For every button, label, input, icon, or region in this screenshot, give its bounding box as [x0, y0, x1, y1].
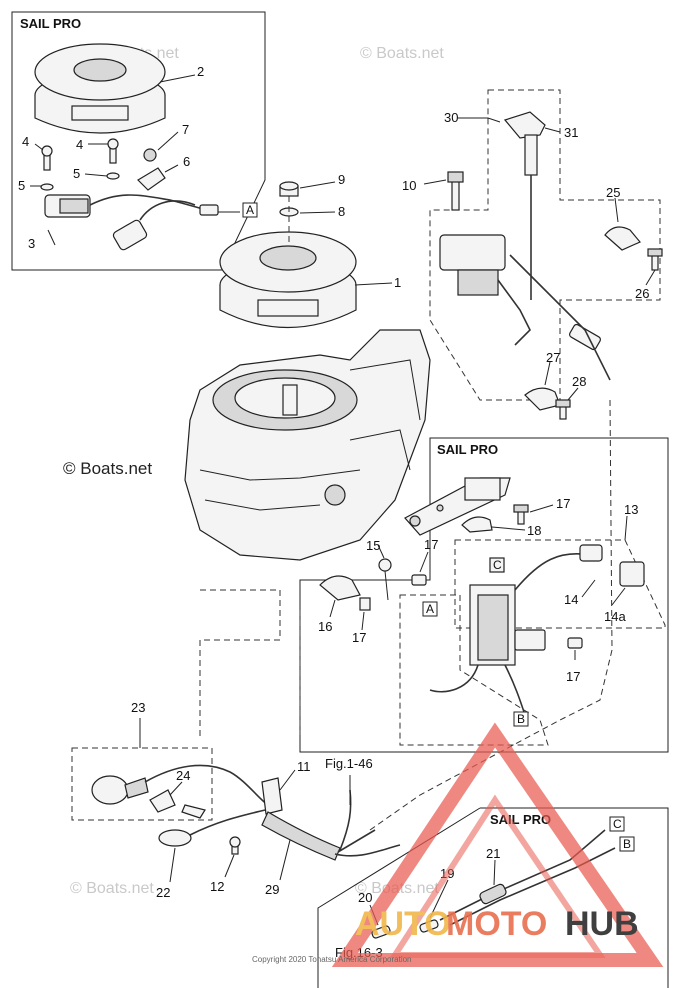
engine-block	[184, 329, 431, 561]
connector-label-a: A	[246, 203, 254, 217]
callout-16: 16	[318, 619, 332, 634]
sail-pro-inset-top: SAIL PRO A	[11, 11, 266, 271]
regulator-assembly: C A B	[399, 539, 666, 746]
callout-5: 5	[73, 166, 80, 181]
connector-label-b: B	[623, 837, 631, 851]
callout-23: 23	[131, 700, 145, 715]
callouts-top-left	[30, 74, 196, 246]
callout-10: 10	[402, 178, 416, 193]
callout-4: 4	[22, 134, 29, 149]
logo-text-hub: HUB	[565, 905, 639, 943]
callout-18: 18	[527, 523, 541, 538]
connector-label-c: C	[613, 817, 622, 831]
callout-14a: 14a	[604, 609, 626, 624]
connector-label-a: A	[426, 602, 434, 616]
sail-pro-box-bottom: SAIL PRO C B	[317, 807, 669, 988]
watermark-text: © Boats.net	[360, 45, 444, 62]
connector-label-c: C	[493, 558, 502, 572]
callout-17: 17	[424, 537, 438, 552]
callout-25: 25	[606, 185, 620, 200]
callout-4: 4	[76, 137, 83, 152]
automotohub-logo: AUTO MOTO HUB	[331, 722, 664, 967]
callout-17: 17	[566, 669, 580, 684]
sail-pro-header: SAIL PRO	[437, 442, 498, 457]
callout-26: 26	[635, 286, 649, 301]
callout-29: 29	[265, 882, 279, 897]
callout-12: 12	[210, 879, 224, 894]
ignition-coil-group	[429, 89, 661, 401]
callout-11: 11	[297, 759, 311, 774]
callout-6: 6	[183, 154, 190, 169]
callout-14: 14	[564, 592, 578, 607]
callout-7: 7	[182, 122, 189, 137]
copyright-text: Copyright 2020 Tohatsu America Corporati…	[252, 955, 412, 964]
callout-3: 3	[28, 236, 35, 251]
callout-30: 30	[444, 110, 458, 125]
logo-text-moto: MOTO	[446, 905, 547, 943]
callout-13: 13	[624, 502, 638, 517]
stop-switch-group	[71, 747, 269, 847]
callout-8: 8	[338, 204, 345, 219]
coil-part-3	[44, 194, 216, 218]
callout-28: 28	[572, 374, 586, 389]
sail-pro-header: SAIL PRO	[20, 16, 81, 31]
wiring-harness	[229, 777, 401, 861]
callout-24: 24	[176, 768, 190, 783]
callout-31: 31	[564, 125, 578, 140]
watermark-text: © Boats.net	[70, 880, 154, 897]
callout-5: 5	[18, 178, 25, 193]
callout-21: 21	[486, 846, 500, 861]
sail-pro-box-middle: SAIL PRO	[299, 437, 669, 753]
callout-17: 17	[556, 496, 570, 511]
callout-15: 15	[366, 538, 380, 553]
flywheel-main	[219, 181, 357, 328]
callout-27: 27	[546, 350, 560, 365]
callout-22: 22	[156, 885, 170, 900]
ref-fig-1-46: Fig.1-46	[325, 756, 373, 771]
flywheel-sail-pro	[34, 43, 166, 134]
logo-text-auto: AUTO	[355, 905, 451, 943]
connector-label-b: B	[517, 712, 525, 726]
clamp-27	[524, 387, 571, 420]
callout-1: 1	[394, 275, 401, 290]
clamp-25	[604, 226, 663, 271]
callout-20: 20	[358, 890, 372, 905]
callout-2: 2	[197, 64, 204, 79]
watermark-text-dark: © Boats.net	[63, 459, 152, 478]
callout-17: 17	[352, 630, 366, 645]
coil-part-3b	[112, 200, 196, 251]
callout-9: 9	[338, 172, 345, 187]
